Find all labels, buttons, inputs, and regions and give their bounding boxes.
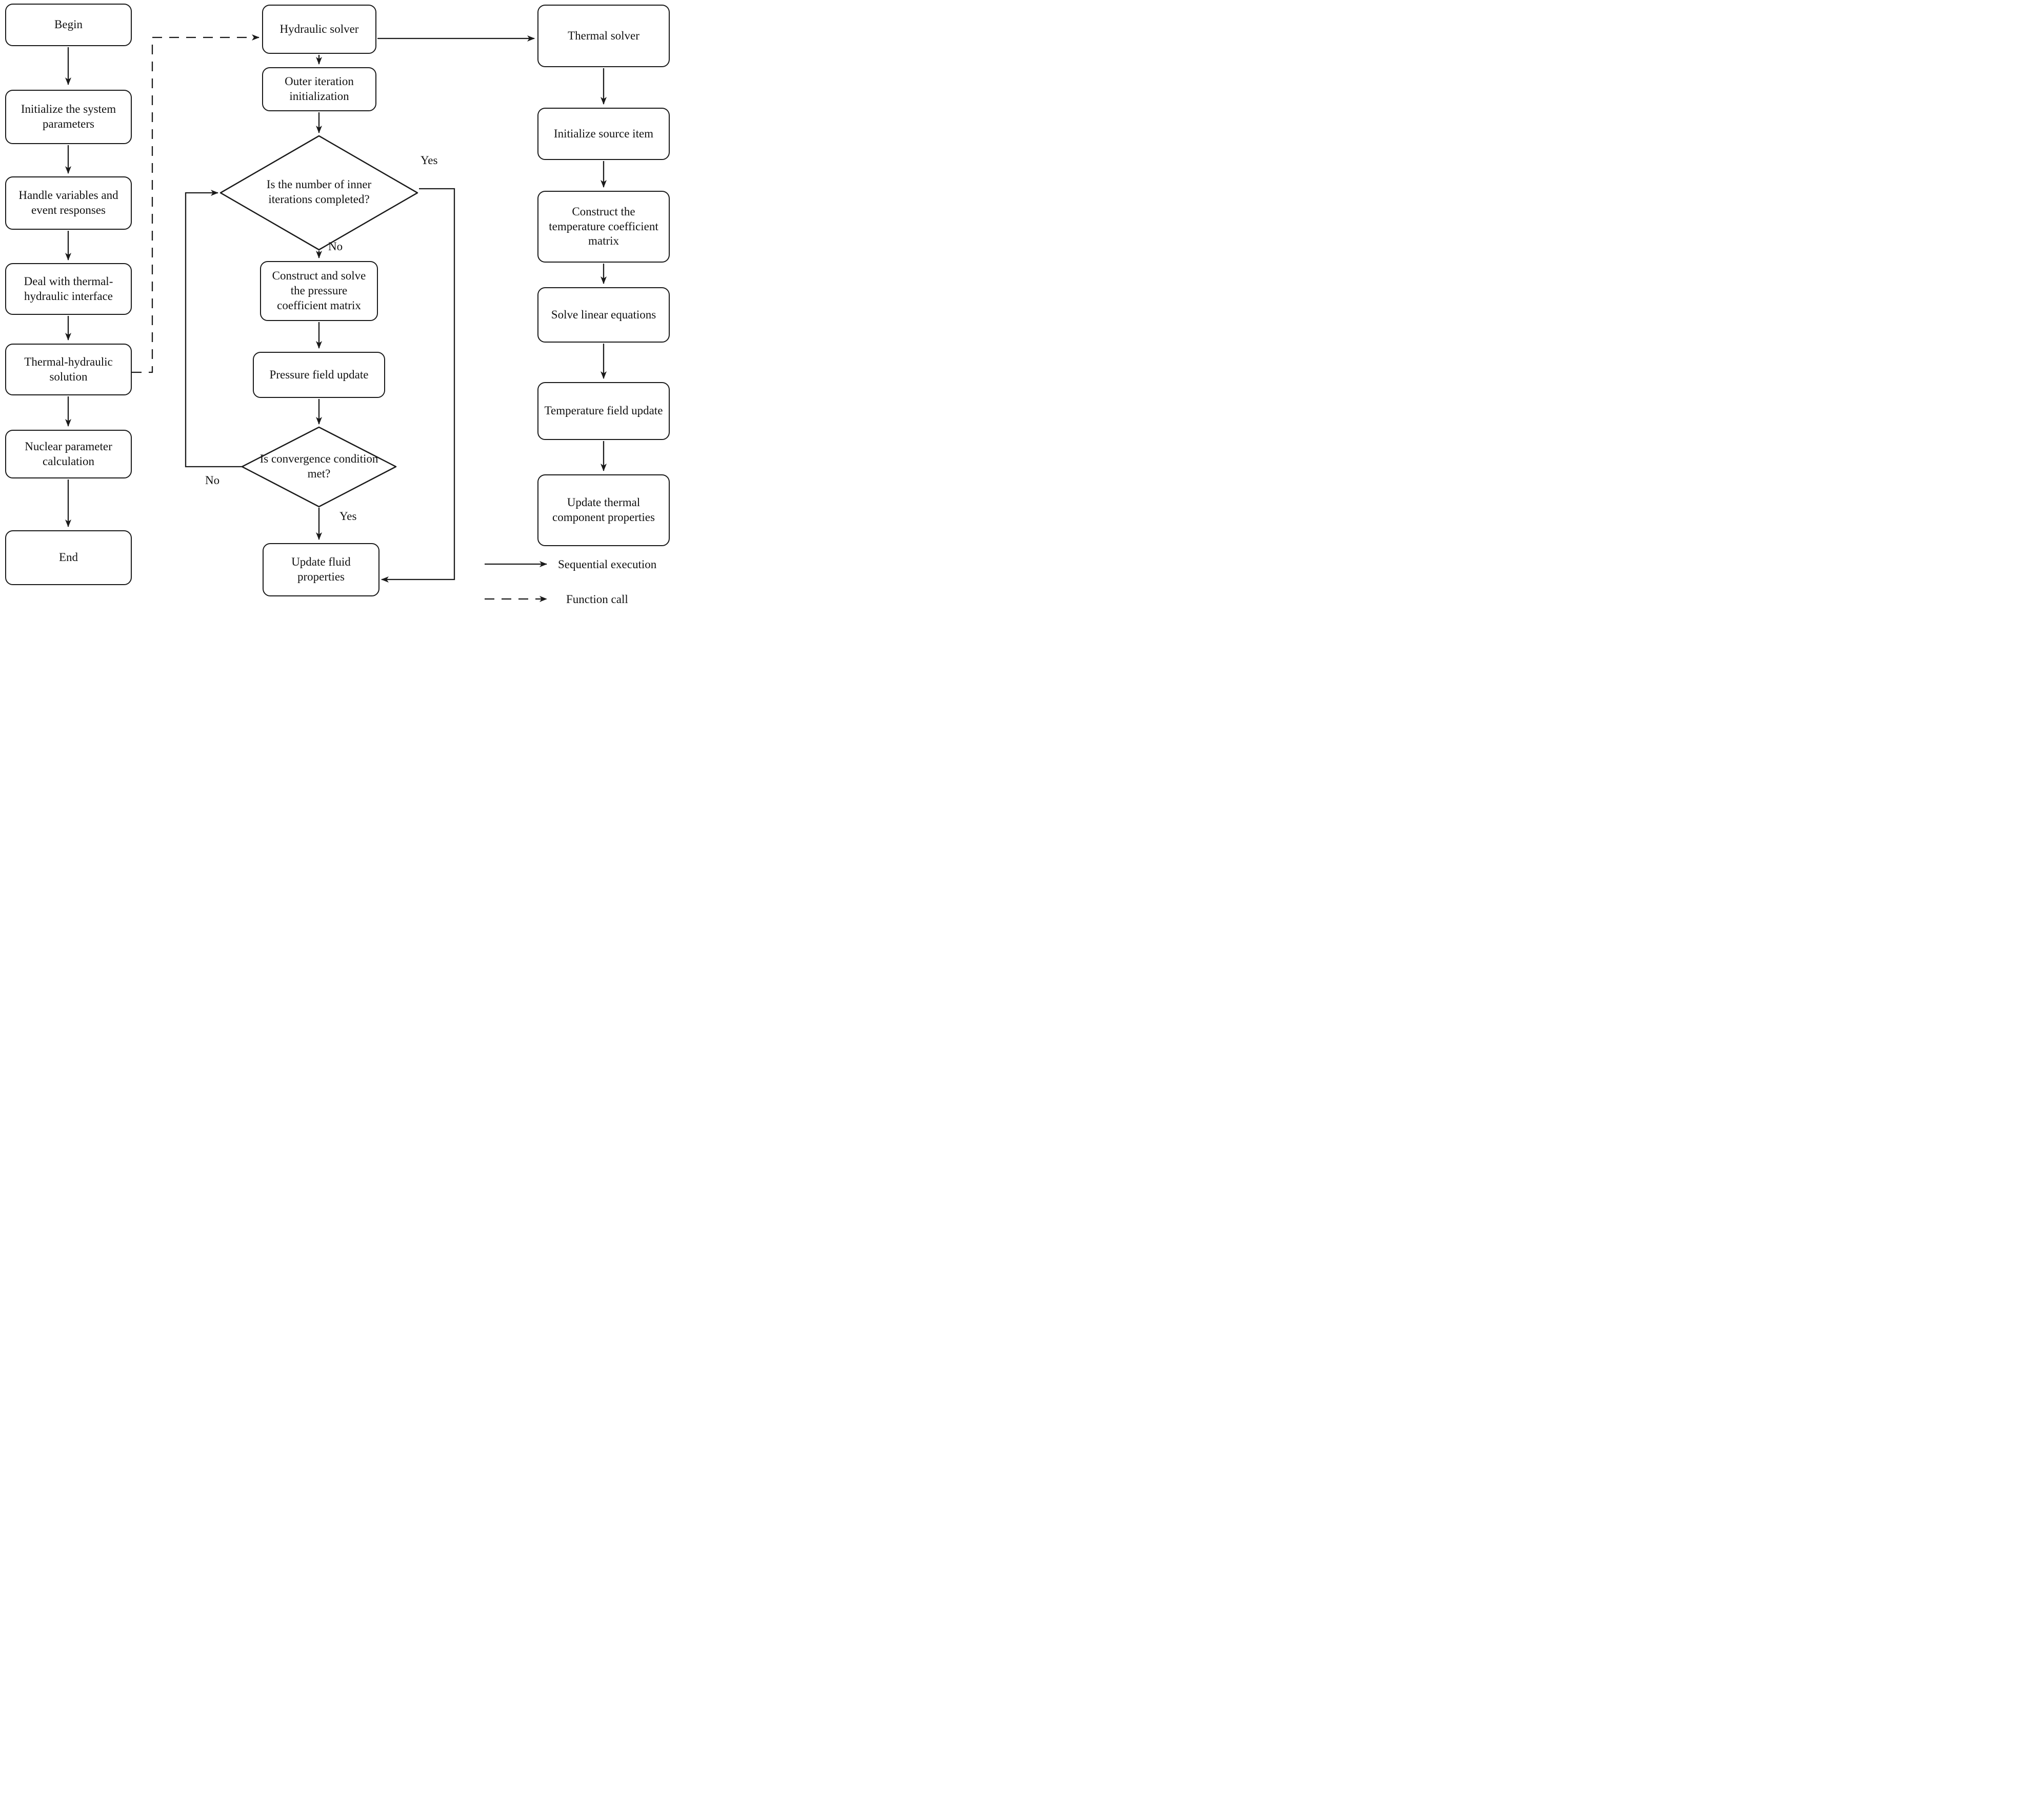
node-update-thermal-properties: Update thermal component properties bbox=[537, 474, 670, 546]
arrow-convergence-no-feedback bbox=[185, 190, 242, 468]
legend-sequential-label: Sequential execution bbox=[558, 558, 657, 571]
node-solve-linear-equations: Solve linear equations bbox=[537, 287, 670, 343]
node-begin: Begin bbox=[5, 4, 132, 46]
node-update-fluid-properties: Update fluid properties bbox=[263, 543, 379, 596]
node-initialize-source-item: Initialize source item bbox=[537, 108, 670, 160]
node-end: End bbox=[5, 530, 132, 585]
node-initialize-system: Initialize the system parameters bbox=[5, 90, 132, 144]
node-temperature-field-update: Temperature field update bbox=[537, 382, 670, 440]
flowchart-canvas: Begin Initialize the system parameters H… bbox=[0, 0, 680, 611]
function-call-dashed-arrow bbox=[132, 34, 259, 373]
label-convergence-yes: Yes bbox=[339, 510, 357, 523]
legend-function-call-label: Function call bbox=[566, 593, 628, 606]
connector-layer bbox=[65, 34, 607, 602]
node-construct-pressure-matrix: Construct and solve the pressure coeffic… bbox=[260, 261, 378, 321]
arrow-inner-yes-to-update-fluid bbox=[381, 188, 455, 583]
node-deal-interface: Deal with thermal-hydraulic interface bbox=[5, 263, 132, 315]
label-inner-no: No bbox=[328, 240, 343, 253]
node-outer-iteration: Outer iteration initialization bbox=[262, 67, 376, 111]
node-thermal-hydraulic-solution: Thermal-hydraulic solution bbox=[5, 344, 132, 395]
node-handle-variables: Handle variables and event responses bbox=[5, 176, 132, 230]
node-construct-temperature-matrix: Construct the temperature coefficient ma… bbox=[537, 191, 670, 263]
node-nuclear-parameter: Nuclear parameter calculation bbox=[5, 430, 132, 478]
decision-convergence-label: Is convergence condition met? bbox=[259, 452, 378, 480]
node-thermal-solver: Thermal solver bbox=[537, 5, 670, 67]
label-inner-yes: Yes bbox=[421, 154, 438, 167]
decision-inner-iterations-label: Is the number of inner iterations comple… bbox=[266, 178, 372, 206]
decision-inner-iterations-diamond bbox=[219, 135, 418, 251]
node-hydraulic-solver: Hydraulic solver bbox=[262, 5, 376, 54]
decision-convergence-diamond bbox=[241, 426, 397, 508]
label-convergence-no: No bbox=[205, 474, 220, 487]
node-pressure-field-update: Pressure field update bbox=[253, 352, 385, 398]
